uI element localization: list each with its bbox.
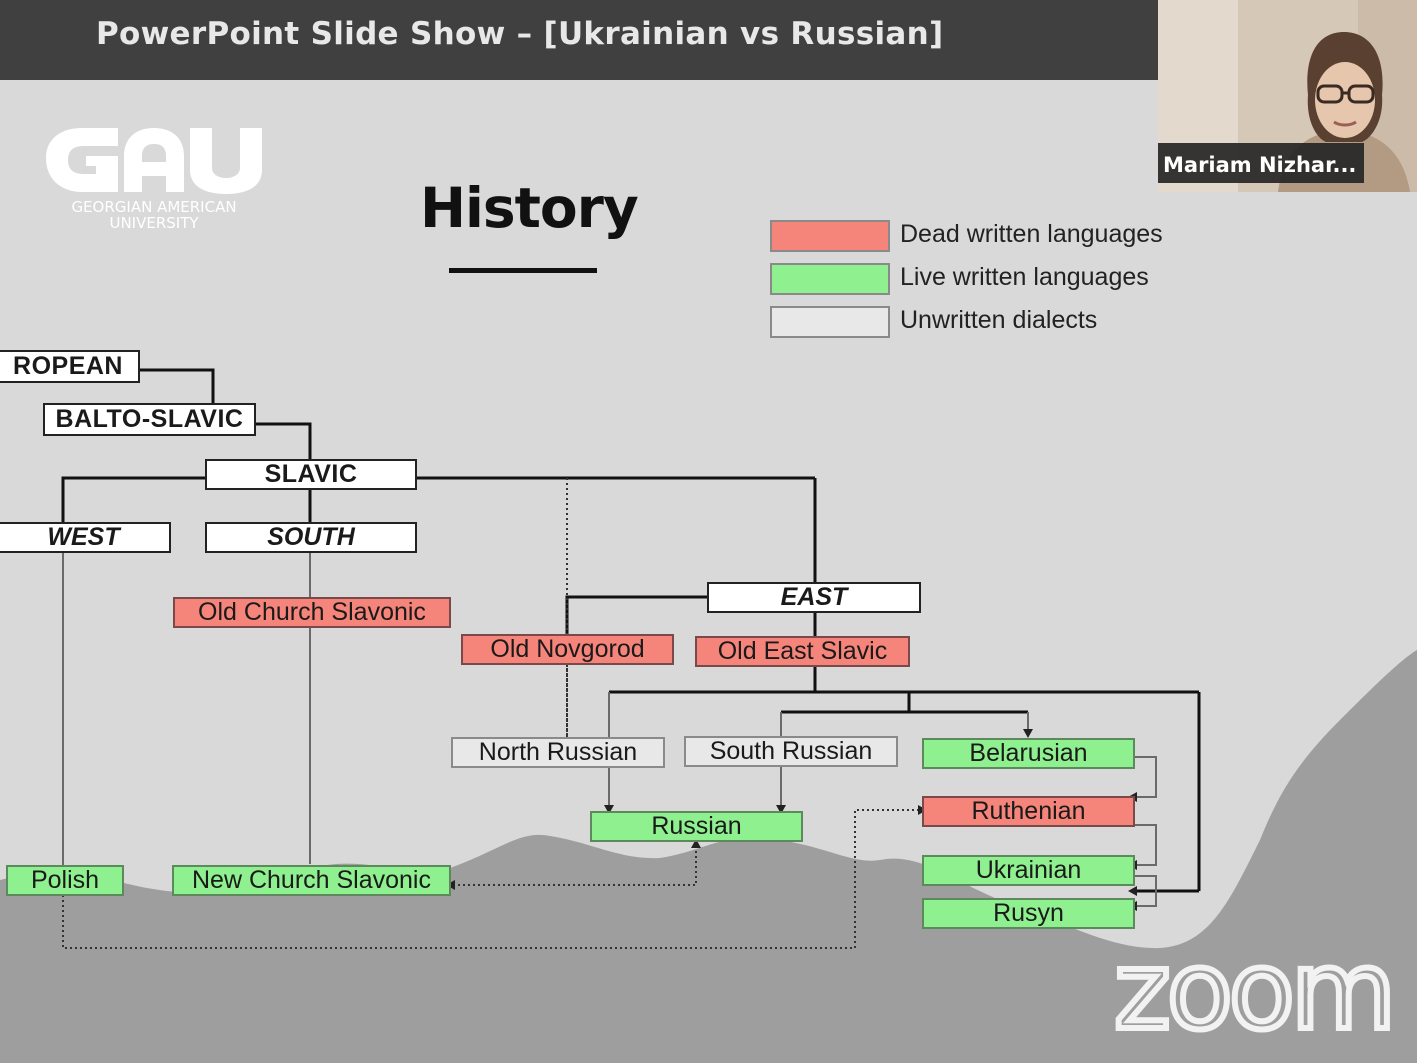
participant-video-tile[interactable]: Mariam Nizhar...	[1158, 0, 1417, 192]
tree-dotted-connectors	[62, 478, 918, 949]
node-old-church-slavonic: Old Church Slavonic	[173, 597, 451, 628]
node-ruthenian: Ruthenian	[922, 796, 1135, 827]
legend-label-unwritten: Unwritten dialects	[900, 306, 1098, 334]
node-belarusian: Belarusian	[922, 738, 1135, 769]
legend-label-dead: Dead written languages	[900, 220, 1163, 248]
node-indo-european: ROPEAN	[0, 350, 140, 383]
node-polish: Polish	[6, 865, 124, 896]
legend-swatch-unwritten	[770, 306, 890, 338]
university-name-line2: UNIVERSITY	[109, 214, 199, 232]
node-rusyn: Rusyn	[922, 898, 1135, 929]
node-balto-slavic: BALTO-SLAVIC	[43, 403, 256, 436]
node-south: SOUTH	[205, 522, 417, 553]
tree-connectors	[61, 368, 1201, 893]
window-title: PowerPoint Slide Show – [Ukrainian vs Ru…	[96, 16, 944, 52]
title-underline	[449, 268, 597, 273]
node-east: EAST	[707, 582, 921, 613]
university-name-line1: GEORGIAN AMERICAN	[71, 198, 237, 216]
node-south-russian: South Russian	[684, 736, 898, 767]
legend-label-live: Live written languages	[900, 263, 1149, 291]
legend-swatch-live	[770, 263, 890, 295]
legend-swatch-dead	[770, 220, 890, 252]
slideshow-title-bar: PowerPoint Slide Show – [Ukrainian vs Ru…	[0, 0, 1160, 80]
node-west: WEST	[0, 522, 171, 553]
node-russian: Russian	[590, 811, 803, 842]
gau-logo-icon	[46, 128, 262, 194]
node-new-church-slavonic: New Church Slavonic	[172, 865, 451, 896]
node-old-east-slavic: Old East Slavic	[695, 636, 910, 667]
node-north-russian: North Russian	[451, 737, 665, 768]
zoom-watermark-logo: zoom	[1111, 929, 1399, 1054]
node-slavic: SLAVIC	[205, 459, 417, 490]
participant-name-label: Mariam Nizhar...	[1158, 143, 1365, 183]
node-old-novgorod: Old Novgorod	[461, 634, 674, 665]
wave-background	[0, 650, 1417, 1063]
slide-title: History	[420, 176, 639, 240]
tree-connectors-gray	[62, 553, 1157, 907]
node-ukrainian: Ukrainian	[922, 855, 1135, 886]
university-name: GEORGIAN AMERICAN UNIVERSITY	[46, 199, 262, 231]
